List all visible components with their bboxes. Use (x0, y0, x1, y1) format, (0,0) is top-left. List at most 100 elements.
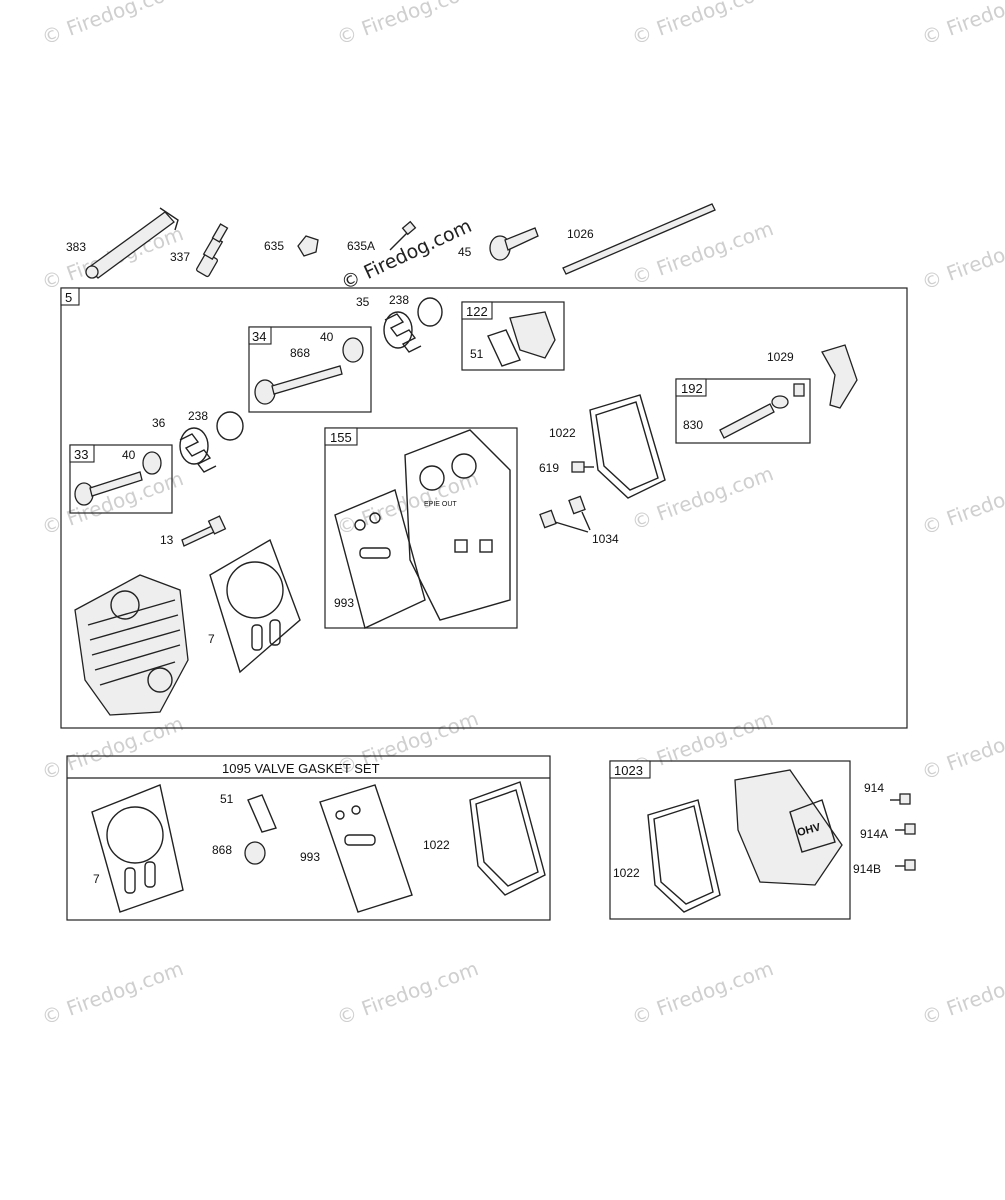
part-45-valve-guide (489, 227, 539, 261)
label-993: 993 (334, 596, 354, 610)
label-635: 635 (264, 239, 284, 253)
group-33-id: 33 (74, 447, 88, 462)
group-155-tag (324, 427, 358, 446)
watermark: © Firedog.com (919, 221, 1005, 294)
group-122-tag (461, 301, 493, 320)
part-1029-rocker-arm (821, 344, 858, 409)
watermark: © Firedog.com (919, 711, 1005, 784)
cover-group-frame (609, 760, 851, 920)
label-337: 337 (170, 250, 190, 264)
watermark: © Firedog.com (629, 0, 777, 50)
part-40-valve-seal (142, 451, 162, 475)
label-set-1022: 1022 (423, 838, 450, 852)
watermark: © Firedog.com (919, 466, 1005, 539)
label-set-993: 993 (300, 850, 320, 864)
label-868: 868 (290, 346, 310, 360)
label-7: 7 (208, 632, 215, 646)
label-13: 13 (160, 533, 174, 547)
assembly-5-id: 5 (65, 290, 72, 305)
label-914b: 914B (853, 862, 881, 876)
group-33-tag (69, 444, 95, 463)
part-383-crank-handle (85, 207, 179, 279)
gasket-set-frame (66, 755, 551, 921)
part-868-valve-seal (342, 337, 364, 363)
part-1026-push-rod (562, 203, 716, 275)
watermark: © Firedog.com (629, 216, 777, 289)
label-40: 40 (320, 330, 334, 344)
part-1022-rocker-cover-gasket (589, 394, 666, 499)
label-set-7: 7 (93, 872, 100, 886)
group-33-frame (69, 444, 173, 514)
part-337-spark-plug (196, 223, 229, 278)
part-breather-block (509, 311, 556, 359)
part-238-retainer (417, 297, 443, 327)
label-619: 619 (539, 461, 559, 475)
part-rocker-cover (734, 769, 843, 886)
label-635a: 635A (347, 239, 375, 253)
label-set-51: 51 (220, 792, 234, 806)
part-1022-gasket-set (469, 781, 546, 896)
label-1026: 1026 (567, 227, 594, 241)
part-914-screw (890, 793, 911, 805)
label-45: 45 (458, 245, 472, 259)
group-192-tag (675, 378, 707, 397)
group-122-id: 122 (466, 304, 488, 319)
gasket-marking: EPIE OUT (424, 501, 457, 508)
cover-group-id: 1023 (614, 763, 643, 778)
label-914a: 914A (860, 827, 888, 841)
watermark: © Firedog.com (919, 0, 1005, 50)
group-192-frame (675, 378, 811, 444)
part-cylinder-head (74, 574, 189, 716)
watermark: © Firedog.com (334, 956, 482, 1029)
part-13-head-bolt (181, 515, 227, 547)
label-1029: 1029 (767, 350, 794, 364)
part-619-screw (571, 461, 594, 473)
part-868-seal-set (244, 841, 266, 865)
assembly-5-frame (60, 287, 908, 729)
watermark: © Firedog.com (629, 706, 777, 779)
label-51: 51 (470, 347, 484, 361)
label-cover-1022: 1022 (613, 866, 640, 880)
watermark: © Firedog.com (39, 0, 187, 50)
part-36-valve-spring (179, 427, 217, 473)
label-1034: 1034 (592, 532, 619, 546)
part-intake-valve (254, 365, 343, 405)
label-238-lower: 238 (188, 409, 208, 423)
part-238-retainer-lower (216, 411, 244, 441)
part-914b-screw (895, 859, 916, 871)
part-830-rocker-stud (719, 383, 805, 439)
group-155-frame (324, 427, 518, 629)
part-1034-nuts (539, 495, 591, 533)
assembly-5-tag (60, 287, 80, 306)
part-51-gasket-set (247, 794, 277, 833)
part-635a-terminal (389, 220, 417, 251)
label-set-868: 868 (212, 843, 232, 857)
part-51-gasket (487, 329, 521, 367)
part-914a-screw (895, 823, 916, 835)
group-192-id: 192 (681, 381, 703, 396)
watermark: © Firedog.com (39, 956, 187, 1029)
group-34-id: 34 (252, 329, 266, 344)
watermark: © Firedog.com (334, 0, 482, 50)
label-36: 36 (152, 416, 166, 430)
label-238: 238 (389, 293, 409, 307)
part-993-intake-gasket (334, 489, 426, 629)
gasket-set-title: 1095 VALVE GASKET SET (222, 761, 380, 776)
watermark: © Firedog.com (629, 956, 777, 1029)
part-1022-cover-gasket (647, 799, 721, 913)
cover-group-tag (609, 760, 651, 779)
part-35-valve-spring (383, 311, 422, 353)
label-383: 383 (66, 240, 86, 254)
part-993-gasket-set (319, 784, 413, 913)
label-830: 830 (683, 418, 703, 432)
label-914: 914 (864, 781, 884, 795)
part-head-plate-gasket (404, 429, 511, 621)
part-635-spark-plug-boot (297, 235, 319, 257)
part-7-head-gasket (209, 538, 301, 674)
group-34-frame (248, 326, 372, 413)
group-155-id: 155 (330, 430, 352, 445)
group-34-tag (248, 326, 272, 345)
group-122-frame (461, 301, 565, 371)
watermark: © Firedog.com (919, 956, 1005, 1029)
